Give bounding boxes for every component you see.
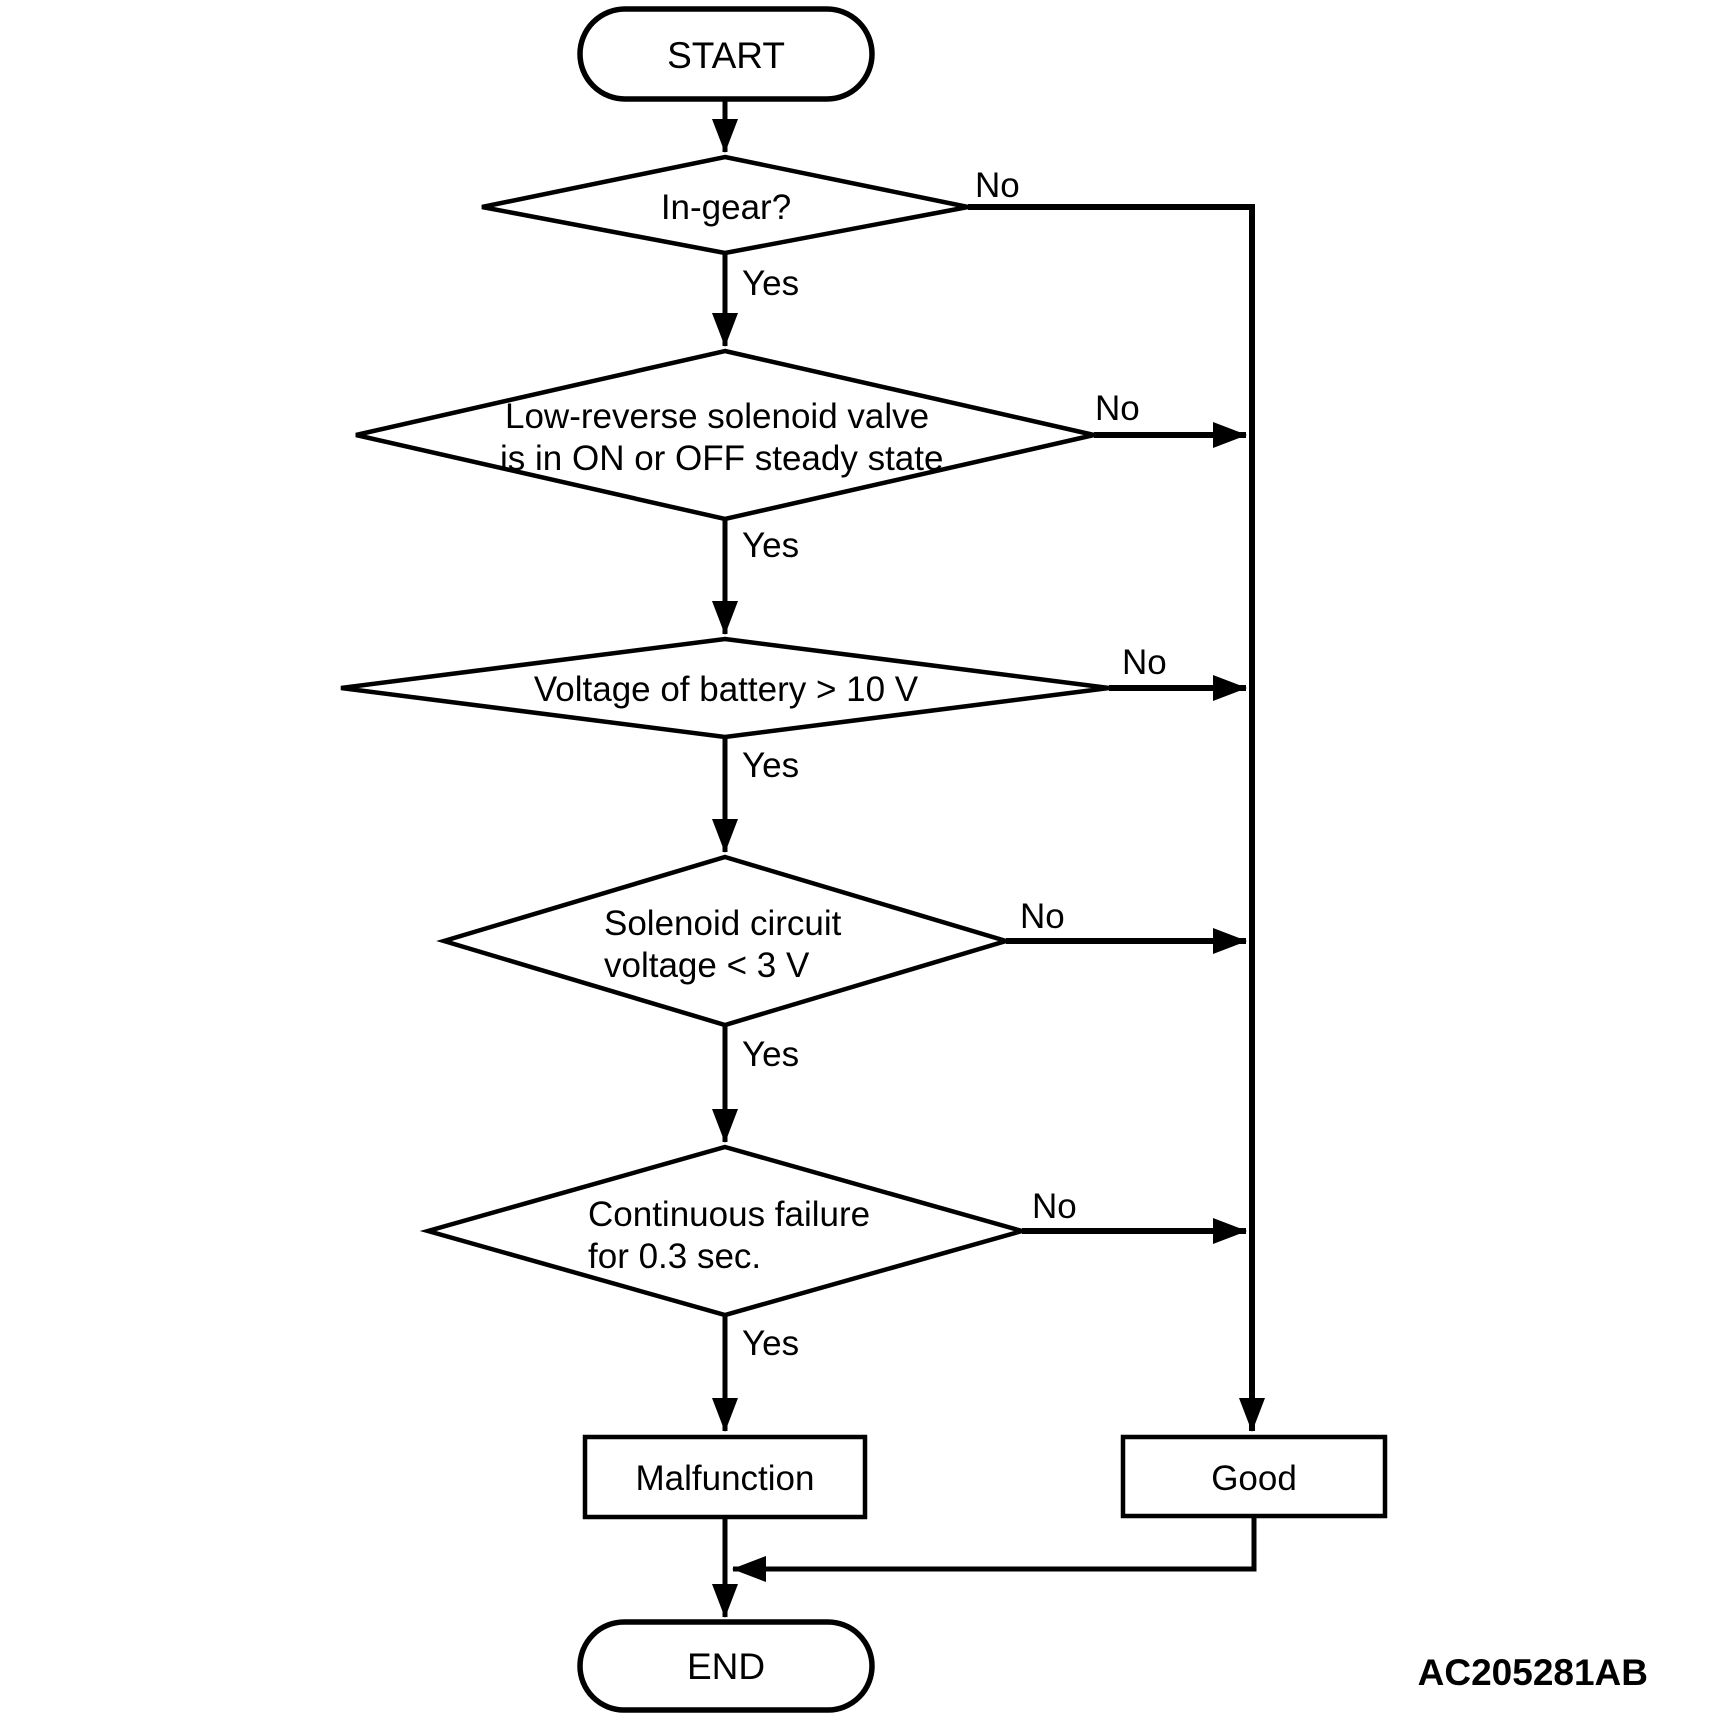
end-terminator-shape [577,1619,875,1713]
good-label: Good [1211,1459,1297,1498]
battery-voltage-decision-shape [340,636,1110,740]
edge-label-continuous-failure-yes: Yes [742,1324,799,1363]
solenoid-steady-label-line1: Low-reverse solenoid valve [505,397,929,436]
node-end: END [577,1619,875,1713]
edge-label-battery-voltage-yes: Yes [742,746,799,785]
edge-label-in-gear-yes: Yes [742,264,799,303]
node-decision-circuit-voltage: Solenoid circuit voltage < 3 V [436,854,1014,1028]
end-label: END [687,1646,765,1687]
edge-label-circuit-voltage-yes: Yes [742,1035,799,1074]
edge-good-merge-to-end-line [732,1516,1257,1582]
edge-ingear-no-to-good [968,204,1265,1432]
node-malfunction: Malfunction [582,1434,868,1520]
solenoid-steady-label-line2: is in ON or OFF steady state [500,439,943,478]
good-process-shape [1120,1434,1388,1519]
edge-label-solenoid-steady-yes: Yes [742,526,799,565]
in-gear-label: In-gear? [661,188,791,227]
node-decision-solenoid-steady: Low-reverse solenoid valve is in ON or O… [355,348,1095,522]
circuit-voltage-decision-shape [436,854,1014,1028]
node-decision-battery-voltage: Voltage of battery > 10 V [340,636,1110,740]
start-terminator-shape [577,6,875,102]
node-decision-continuous-failure: Continuous failure for 0.3 sec. [419,1144,1031,1318]
continuous-failure-label-line1: Continuous failure [588,1195,870,1234]
battery-voltage-label: Voltage of battery > 10 V [534,670,919,709]
edge-label-continuous-failure-no: No [1032,1187,1077,1226]
malfunction-label: Malfunction [636,1459,815,1498]
continuous-failure-decision-shape [419,1144,1031,1318]
continuous-failure-label-line2: for 0.3 sec. [588,1237,761,1276]
in-gear-decision-shape [481,154,969,256]
node-start: START [577,6,875,102]
edge-label-solenoid-steady-no: No [1095,389,1140,428]
circuit-voltage-label-line2: voltage < 3 V [604,946,810,985]
figure-code: AC205281AB [1418,1652,1648,1693]
start-label: START [667,35,785,76]
node-decision-in-gear: In-gear? [481,154,969,256]
solenoid-steady-decision-shape [355,348,1095,522]
edge-label-circuit-voltage-no: No [1020,897,1065,936]
edge-label-battery-voltage-no: No [1122,643,1167,682]
circuit-voltage-label-line1: Solenoid circuit [604,904,842,943]
malfunction-process-shape [582,1434,868,1520]
node-good: Good [1120,1434,1388,1519]
edge-label-in-gear-no: No [975,166,1020,205]
